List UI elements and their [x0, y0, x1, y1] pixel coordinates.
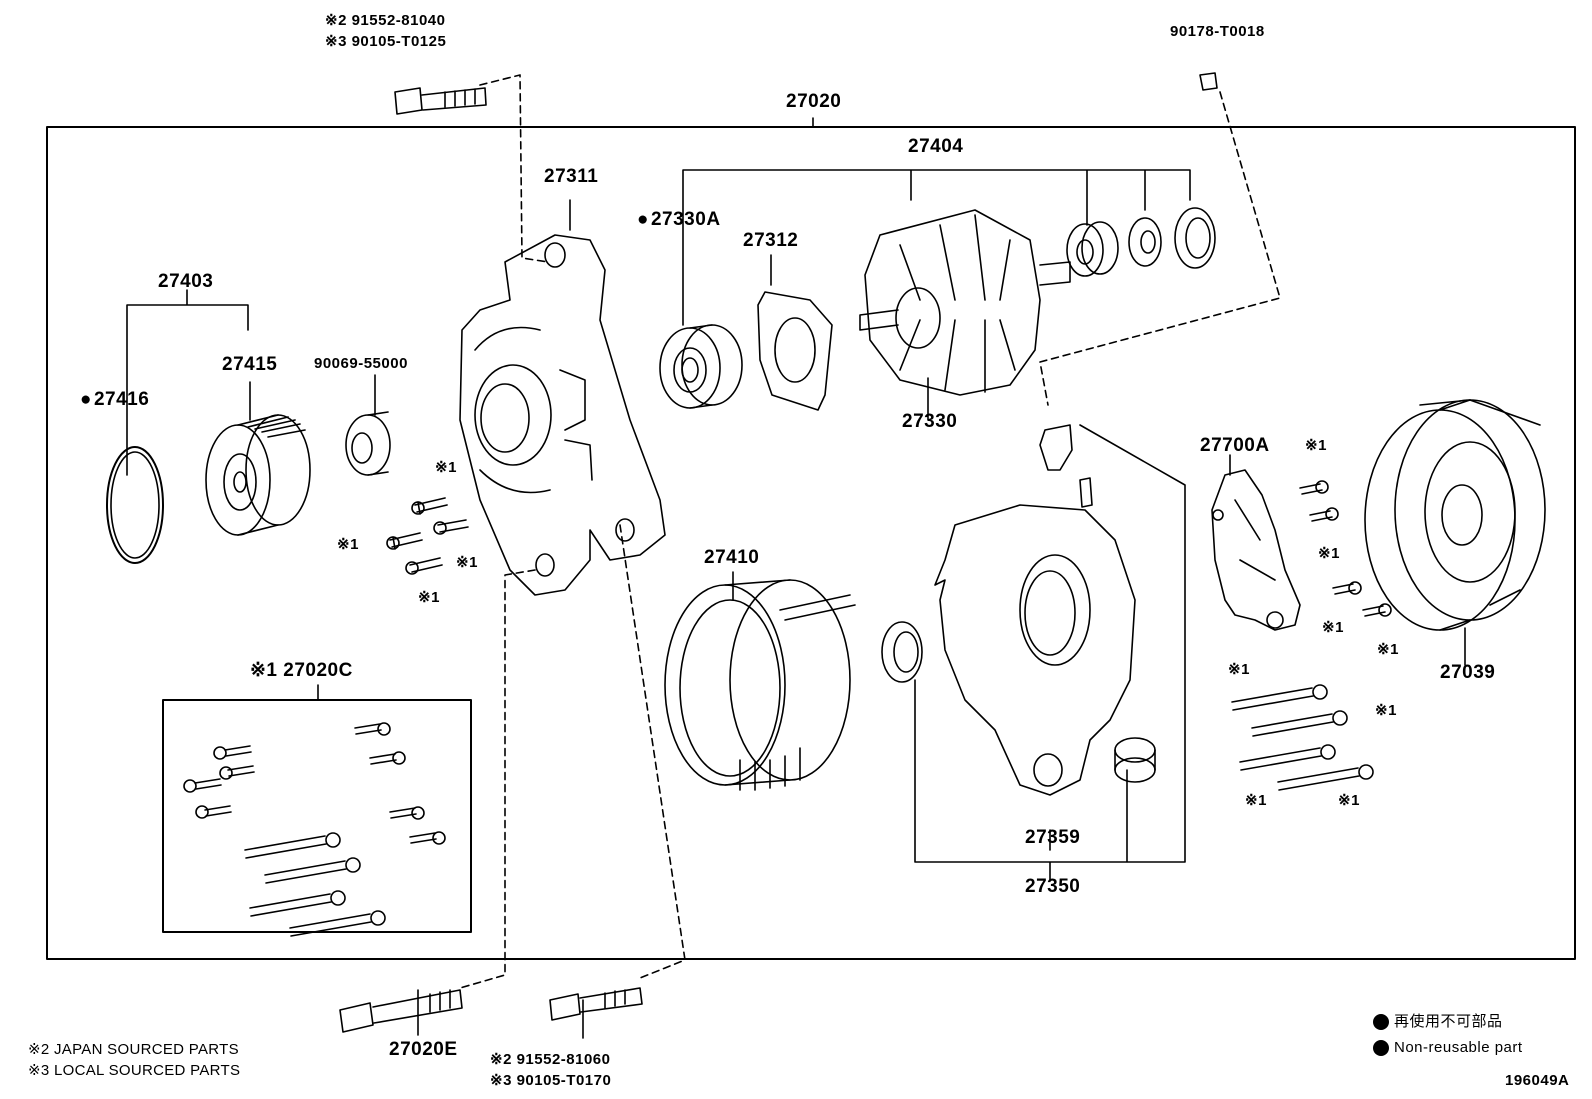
marker-x1: ※1: [1305, 437, 1327, 454]
label-bolt-top-local: ※3 90105-T0125: [325, 33, 447, 50]
rear-frame: [934, 424, 1136, 796]
figure-id: 196049A: [1505, 1072, 1570, 1089]
assembly-frame-box: [46, 126, 1576, 960]
label-bearing-a: 27330A: [637, 210, 721, 229]
marker-x1: ※1: [1322, 619, 1344, 636]
marker-x1: ※1: [337, 536, 359, 553]
label-nut-top: 90178-T0018: [1170, 23, 1265, 40]
marker-x1: ※1: [1377, 641, 1399, 658]
bolt-top: [394, 87, 487, 115]
marker-x1: ※1: [1375, 702, 1397, 719]
label-bolt-bottom-left: 27020E: [389, 1039, 458, 1060]
bolt-bottom-left: [339, 989, 463, 1033]
label-frame-drive: 27311: [544, 166, 599, 187]
rear-long-bolts: [1231, 684, 1374, 791]
label-pulley-set: 27403: [158, 271, 214, 292]
nut-top: [1199, 72, 1218, 91]
label-bolt-bottom-local: ※3 90105-T0170: [490, 1072, 612, 1089]
label-bolt-top-japan: ※2 91552-81040: [325, 12, 446, 29]
drive-end-frame: [459, 234, 666, 596]
label-assembly: 27020: [786, 91, 842, 112]
marker-x1: ※1: [1245, 792, 1267, 809]
label-bolt-bottom-japan: ※2 91552-81060: [490, 1051, 611, 1068]
label-frame-rear: 27350: [1025, 876, 1081, 897]
label-kit: ※1 27020C: [250, 660, 353, 681]
stator: [664, 579, 856, 791]
rotor-cover-ring: [1174, 207, 1216, 269]
label-regulator: 27700A: [1200, 435, 1270, 456]
label-spacer: 90069-55000: [314, 355, 408, 372]
marker-x1: ※1: [1318, 545, 1340, 562]
kit-bolts: [183, 722, 446, 937]
retainer-plate: [757, 291, 833, 411]
insulator-ring: [881, 621, 923, 683]
ring: [106, 446, 164, 564]
label-stator: 27410: [704, 547, 760, 568]
frame-bolts: [386, 497, 469, 575]
bearing: [659, 324, 743, 409]
rotor: [859, 209, 1071, 396]
label-cover: 27039: [1440, 662, 1496, 683]
label-ring: 27416: [80, 390, 149, 409]
legend-non-reusable-jp: 再使用不可部品: [1394, 1013, 1503, 1030]
label-rotor: 27330: [902, 411, 958, 432]
regulator-screws: [1299, 480, 1392, 617]
label-retainer: 27312: [743, 230, 799, 251]
rotor-bearing-small: [1066, 221, 1119, 277]
label-insulator: 27359: [1025, 827, 1081, 848]
marker-x1: ※1: [1228, 661, 1250, 678]
legend-dot-jp: [1373, 1014, 1389, 1030]
bolt-bottom-right: [549, 987, 643, 1021]
pulley: [205, 414, 311, 536]
marker-x1: ※1: [1338, 792, 1360, 809]
bushing: [1114, 737, 1156, 783]
marker-x1: ※1: [456, 554, 478, 571]
legend-dot-en: [1373, 1040, 1389, 1056]
note-local-sourced: ※3 LOCAL SOURCED PARTS: [28, 1062, 241, 1079]
label-rotor-assy: 27404: [908, 136, 964, 157]
rear-cover: [1364, 399, 1546, 631]
label-pulley: 27415: [222, 354, 278, 375]
legend-non-reusable-en: Non-reusable part: [1394, 1039, 1523, 1056]
regulator: [1211, 469, 1301, 631]
marker-x1: ※1: [435, 459, 457, 476]
marker-x1: ※1: [418, 589, 440, 606]
rotor-washer: [1128, 217, 1162, 267]
note-japan-sourced: ※2 JAPAN SOURCED PARTS: [28, 1041, 239, 1058]
